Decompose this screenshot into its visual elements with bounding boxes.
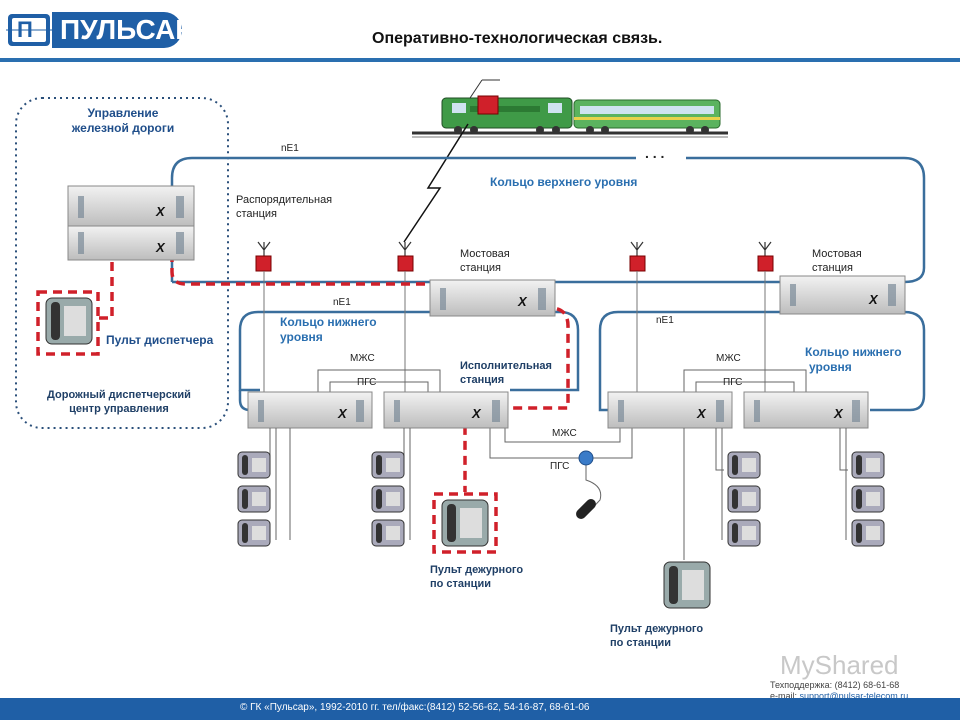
ne1-right-label: nE1 xyxy=(656,315,674,326)
train-icon xyxy=(412,79,728,138)
lower-ring-right-label: Кольцо нижнего уровня xyxy=(805,345,902,375)
support-email-link[interactable]: support@pulsar-telecom.ru xyxy=(799,691,909,701)
exec-station-line2: станция xyxy=(460,374,505,386)
ne1-left-label: nE1 xyxy=(333,297,351,308)
footer-copyright: © ГК «Пульсар», 1992-2010 гг. тел/факс:(… xyxy=(240,702,590,713)
duty-console-2-line2: по станции xyxy=(610,637,671,649)
lower-ring-left-line2: уровня xyxy=(280,330,323,344)
dispatch-station-line2: станция xyxy=(236,208,278,220)
exec-station-line1: Исполнительная xyxy=(460,360,552,372)
road-center-line2: центр управления xyxy=(69,403,169,415)
pgs-left-label: ПГС xyxy=(357,377,377,388)
lower-ring-left-label: Кольцо нижнего уровня xyxy=(280,315,377,345)
lower-ring-right-line2: уровня xyxy=(809,360,852,374)
upper-ring xyxy=(170,156,636,282)
radio-link xyxy=(403,123,469,243)
support-info: Техподдержка: (8412) 68-61-68 e-mail: su… xyxy=(770,680,908,702)
console-phone-icon xyxy=(45,297,711,609)
mzhs-left-label: МЖС xyxy=(350,353,375,364)
dispatcher-console-label: Пульт диспетчера xyxy=(106,333,214,347)
x-mark: X xyxy=(834,406,843,421)
dispatch-station-line1: Распорядительная xyxy=(236,194,333,206)
x-mark: X xyxy=(156,204,165,219)
pgs-mid-label: ПГС xyxy=(550,461,570,472)
email-label: e-mail: xyxy=(770,691,798,701)
handset-icon xyxy=(576,499,596,519)
bridge-station-left-line2: станция xyxy=(460,262,502,274)
page-title: Оперативно-технологическая связь. xyxy=(372,30,663,47)
support-email-row: e-mail: support@pulsar-telecom.ru xyxy=(770,691,908,702)
logo-letter: П xyxy=(17,17,33,42)
bridge-station-left-line1: Мостовая xyxy=(460,248,510,260)
watermark: MyShared xyxy=(780,650,899,680)
header-underline xyxy=(0,58,960,62)
exec-station-label: Исполнительная станция xyxy=(460,359,552,387)
upper-ring-label: Кольцо верхнего уровня xyxy=(490,175,638,189)
support-phone: Техподдержка: (8412) 68-61-68 xyxy=(770,680,900,690)
bridge-station-right-line2: станция xyxy=(812,262,854,274)
lower-ring-right-line1: Кольцо нижнего xyxy=(805,345,902,359)
railway-management-line2: железной дороги xyxy=(71,121,175,135)
ring-dots: . . . xyxy=(645,145,665,161)
duty-console-2-line1: Пульт дежурного xyxy=(610,623,704,635)
x-mark: X xyxy=(472,406,481,421)
logo-wordmark: ПУЛЬСАР xyxy=(52,12,194,48)
lower-ring-right xyxy=(598,310,926,412)
x-mark: X xyxy=(518,294,527,309)
duty-console-1-line1: Пульт дежурного xyxy=(430,564,524,576)
pulsar-logo-icon xyxy=(6,12,52,48)
ne1-top-label: nE1 xyxy=(281,143,299,154)
footer-bar xyxy=(0,698,960,720)
x-mark: X xyxy=(697,406,706,421)
duty-console-1-label: Пульт дежурного по станции xyxy=(430,563,523,591)
logo-text: ПУЛЬСАР xyxy=(60,14,194,45)
rack-equipment xyxy=(67,185,906,429)
x-mark: X xyxy=(338,406,347,421)
x-mark: X xyxy=(156,240,165,255)
lower-ring-left-line1: Кольцо нижнего xyxy=(280,315,377,329)
bridge-station-right-label: Мостовая станция xyxy=(812,247,862,275)
mzhs-right-label: МЖС xyxy=(716,353,741,364)
bridge-station-left-label: Мостовая станция xyxy=(460,247,510,275)
dispatch-station-label: Распорядительная станция xyxy=(236,193,332,221)
pgs-right-label: ПГС xyxy=(723,377,743,388)
bridge-station-right-line1: Мостовая xyxy=(812,248,862,260)
management-region xyxy=(15,97,229,429)
duty-console-2-label: Пульт дежурного по станции xyxy=(610,622,703,650)
road-center-label: Дорожный диспетчерский центр управления xyxy=(44,388,194,416)
x-mark: X xyxy=(869,292,878,307)
phone-icon xyxy=(237,451,885,547)
duty-console-1-line2: по станции xyxy=(430,578,491,590)
mzhs-mid-label: МЖС xyxy=(552,428,577,439)
railway-management-label: Управление железной дороги xyxy=(72,106,174,136)
road-center-line1: Дорожный диспетчерский xyxy=(47,389,191,401)
railway-management-line1: Управление xyxy=(87,106,159,120)
